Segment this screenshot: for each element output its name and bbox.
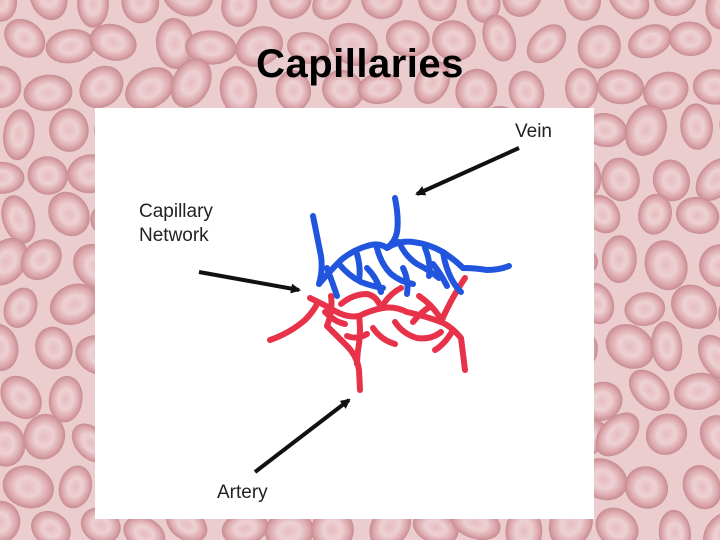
blood-cell: [0, 66, 22, 109]
blood-cell: [692, 69, 720, 105]
blood-cell: [0, 237, 29, 286]
blood-cell: [652, 159, 690, 202]
blood-cell: [3, 109, 35, 161]
blood-cell: [170, 58, 212, 108]
blood-cell: [49, 108, 89, 152]
blood-cell: [653, 0, 698, 16]
blood-cell: [432, 20, 476, 62]
blood-cell: [601, 157, 640, 202]
blood-cell: [601, 235, 637, 283]
blood-cell: [385, 20, 430, 58]
blood-cell: [577, 25, 621, 69]
blood-cell: [269, 0, 312, 19]
capillary-network-label: Capillary Network: [139, 200, 213, 248]
blood-cell: [682, 465, 720, 510]
blood-cell: [563, 0, 602, 21]
blood-cell: [0, 375, 42, 420]
blood-cell: [605, 324, 655, 369]
venous-capillaries: [310, 195, 512, 299]
vein-arrow: [415, 146, 520, 196]
slide-title: Capillaries: [256, 42, 464, 86]
blood-cell: [287, 32, 330, 64]
blood-cell: [680, 103, 713, 150]
blood-cell: [645, 413, 688, 455]
blood-cell: [502, 0, 543, 17]
blood-cell: [235, 26, 284, 67]
arterial-capillaries: [267, 275, 468, 393]
blood-cell: [221, 0, 258, 27]
blood-cell: [624, 292, 666, 327]
capillary-label-line1: Capillary: [139, 201, 213, 222]
blood-cell: [658, 509, 691, 540]
blood-cell: [718, 293, 720, 335]
blood-cell: [526, 24, 567, 64]
blood-cell: [23, 413, 66, 460]
artery-label: Artery: [217, 482, 268, 503]
vein-label: Vein: [515, 121, 552, 142]
blood-cell: [322, 69, 364, 110]
blood-cell: [28, 0, 68, 21]
blood-cell: [651, 321, 683, 372]
blood-cell: [35, 326, 73, 370]
blood-cell: [0, 323, 19, 372]
blood-cell: [698, 334, 720, 381]
blood-cell: [4, 18, 46, 58]
blood-cell: [27, 156, 69, 195]
blood-cell: [699, 415, 720, 462]
blood-cell: [48, 191, 90, 237]
blood-cell: [162, 0, 213, 17]
blood-cell: [418, 0, 457, 22]
blood-cell: [674, 372, 720, 410]
blood-cell: [482, 14, 517, 62]
blood-cell: [705, 0, 720, 30]
blood-cell: [644, 240, 688, 291]
blood-cell: [1, 195, 36, 244]
blood-cell: [675, 196, 720, 234]
blood-cell: [703, 511, 720, 540]
blood-cell: [671, 284, 717, 329]
blood-cell: [77, 0, 109, 28]
capillary-label-line2: Network: [139, 225, 209, 246]
blood-cell: [121, 0, 160, 24]
blood-cell: [23, 74, 73, 112]
blood-cell: [58, 465, 93, 509]
blood-cell: [20, 239, 62, 281]
blood-cell: [48, 375, 83, 423]
blood-cell: [414, 60, 451, 104]
blood-cell: [699, 244, 720, 287]
blood-cell: [89, 23, 137, 61]
blood-cell: [638, 193, 672, 235]
blood-cell: [328, 22, 378, 66]
blood-cell: [595, 412, 640, 457]
capillary-diagram: [198, 146, 520, 474]
artery-arrow: [253, 398, 351, 474]
blood-cell: [595, 507, 639, 540]
blood-cell: [624, 466, 669, 509]
diagram-panel: Vein Capillary Network Artery: [95, 108, 594, 519]
capillary-network-arrow: [198, 270, 301, 294]
blood-cell: [2, 465, 54, 509]
blood-cell: [0, 161, 25, 194]
blood-cell: [0, 500, 21, 540]
blood-cell: [312, 0, 353, 20]
blood-cell: [360, 0, 403, 20]
blood-cell: [79, 65, 124, 109]
blood-cell: [643, 71, 689, 111]
blood-cell: [3, 287, 38, 328]
blood-cell: [125, 67, 175, 110]
blood-cell: [597, 69, 644, 105]
blood-cell: [624, 104, 667, 156]
blood-cell: [357, 72, 402, 104]
blood-cell: [123, 516, 166, 540]
blood-cell: [668, 21, 712, 57]
blood-cell: [628, 369, 670, 411]
blood-cell: [608, 0, 650, 20]
blood-cell: [0, 0, 17, 22]
